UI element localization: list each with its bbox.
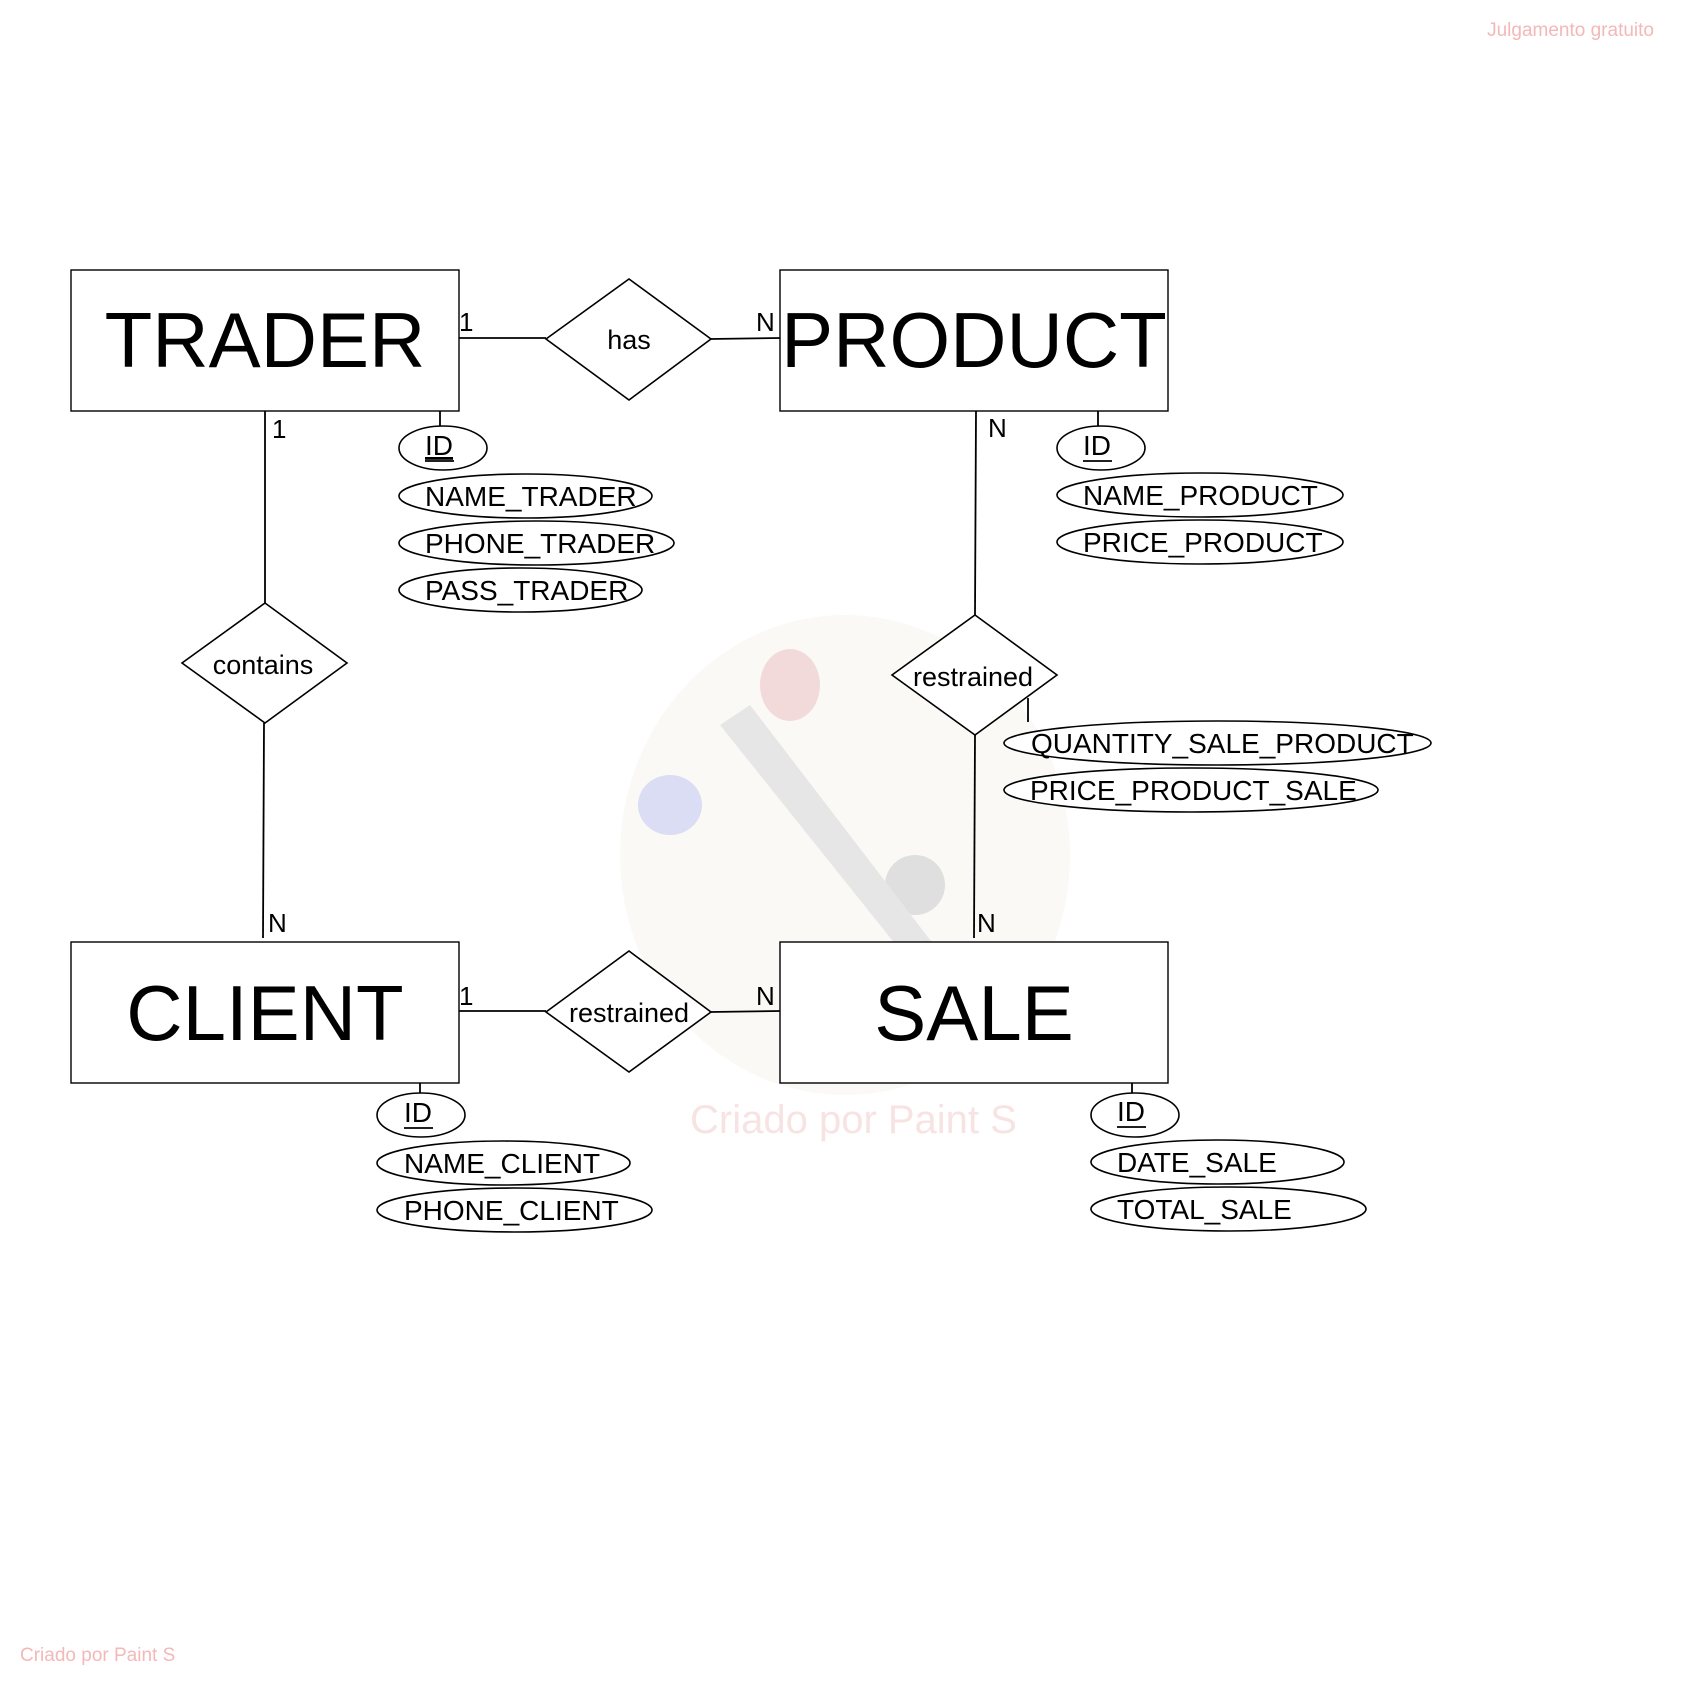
entity-product-label: PRODUCT [781,296,1167,384]
entity-sale[interactable]: SALE [779,941,1169,1084]
attribute-trader-pass-label: PASS_TRADER [425,575,628,606]
attribute-client-name-label: NAME_CLIENT [404,1148,600,1179]
relationship-product-sale-label: restrained [913,662,1033,692]
attribute-trader-name[interactable]: NAME_TRADER [398,473,653,519]
entity-trader-label: TRADER [105,296,426,384]
attribute-sale-date-label: DATE_SALE [1117,1147,1277,1178]
relationship-client-sale[interactable]: restrained [544,950,713,1073]
attribute-trader-phone[interactable]: PHONE_TRADER [398,520,675,566]
attribute-trader-pass[interactable]: PASS_TRADER [398,567,643,613]
trial-watermark-top: Julgamento gratuito [1487,20,1654,41]
entity-client[interactable]: CLIENT [70,941,460,1084]
attribute-trader-phone-label: PHONE_TRADER [425,528,655,559]
attribute-restrained-quantity[interactable]: QUANTITY_SALE_PRODUCT [1003,720,1432,766]
attribute-product-id[interactable]: ID [1056,425,1146,471]
attribute-sale-id[interactable]: ID [1090,1092,1180,1138]
cardinality-contains-client: N [268,908,287,938]
cardinality-client-restrained: 1 [459,981,473,1011]
attribute-trader-id[interactable]: ID [398,425,488,471]
attribute-client-id-label: ID [404,1097,432,1128]
attribute-client-id[interactable]: ID [376,1092,466,1138]
attribute-product-price[interactable]: PRICE_PRODUCT [1056,519,1344,565]
entity-sale-label: SALE [874,969,1073,1057]
connector-product-restrained [974,410,977,616]
connector-restrained-sale-horizontal [709,1010,781,1013]
cardinality-product-restrained: N [988,413,1007,443]
paint-s-watermark-center: Criado por Paint S [690,1098,1017,1142]
attribute-product-id-label: ID [1083,430,1111,461]
attribute-product-name-label: NAME_PRODUCT [1083,480,1318,511]
entity-trader[interactable]: TRADER [70,269,460,412]
cardinality-trader-has: 1 [459,307,473,337]
attribute-trader-name-label: NAME_TRADER [425,481,637,512]
attribute-trader-id-label: ID [425,430,453,461]
attribute-sale-total-label: TOTAL_SALE [1117,1194,1292,1225]
connector-restrained-sale [973,734,976,939]
attribute-product-price-label: PRICE_PRODUCT [1083,527,1323,558]
relationship-client-sale-label: restrained [569,998,689,1028]
relationship-has-label: has [607,325,651,355]
cardinality-has-product: N [756,307,775,337]
cardinality-restrained-sale: N [977,908,996,938]
attribute-sale-id-label: ID [1117,1096,1145,1127]
attribute-restrained-quantity-label: QUANTITY_SALE_PRODUCT [1031,728,1414,759]
cardinality-restrained-sale-horizontal: N [756,981,775,1011]
attribute-sale-date[interactable]: DATE_SALE [1090,1139,1345,1185]
paint-s-watermark-bottom: Criado por Paint S [20,1645,176,1666]
relationship-contains[interactable]: contains [180,602,349,724]
attribute-client-phone-label: PHONE_CLIENT [404,1195,619,1226]
entity-product[interactable]: PRODUCT [779,269,1169,412]
relationship-has[interactable]: has [544,278,713,401]
attribute-restrained-price[interactable]: PRICE_PRODUCT_SALE [1003,767,1379,813]
connector-has-product [709,337,781,340]
attribute-client-phone[interactable]: PHONE_CLIENT [376,1187,653,1233]
cardinality-trader-contains: 1 [272,414,286,444]
entity-client-label: CLIENT [126,969,403,1057]
attribute-client-name[interactable]: NAME_CLIENT [376,1140,631,1186]
relationship-product-sale[interactable]: restrained [890,614,1059,736]
attribute-sale-total[interactable]: TOTAL_SALE [1090,1186,1367,1232]
relationship-contains-label: contains [213,650,314,680]
attribute-product-name[interactable]: NAME_PRODUCT [1056,472,1344,518]
attribute-restrained-price-label: PRICE_PRODUCT_SALE [1030,775,1357,806]
connector-contains-client [262,722,265,939]
